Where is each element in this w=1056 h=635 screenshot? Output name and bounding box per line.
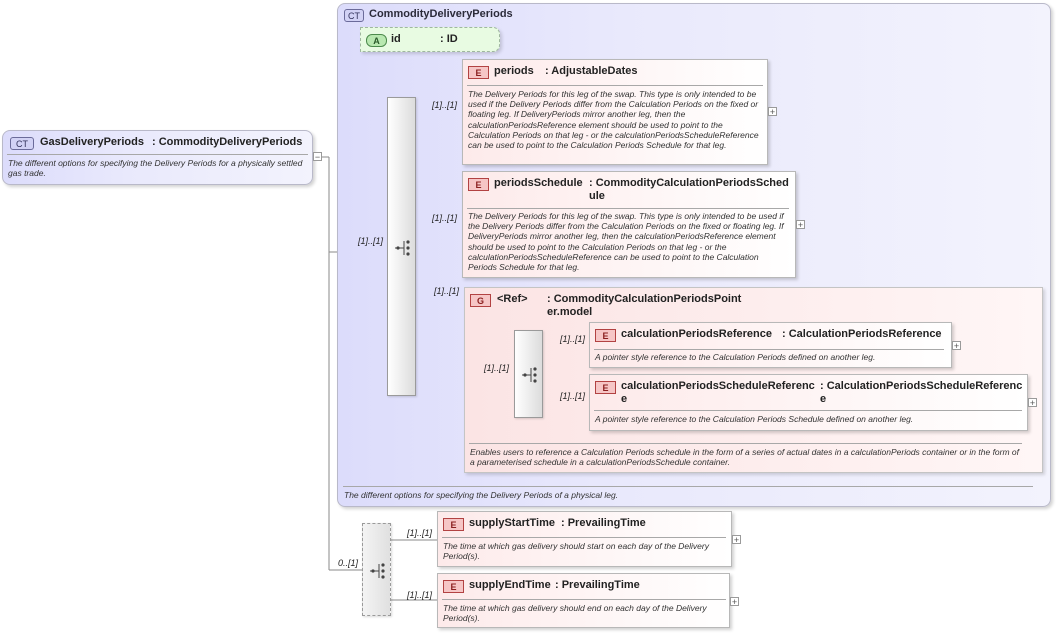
element-doc: A pointer style reference to the Calcula… [595,414,914,424]
element-type: : CalculationPeriodsScheduleReference [820,380,1023,405]
complex-type-badge-icon: CT [344,9,364,22]
element-doc: The Delivery Periods for this leg of the… [468,211,784,273]
element-doc: The time at which gas delivery should en… [443,603,707,624]
separator [594,349,944,350]
group-name: <Ref> [497,293,528,305]
element-doc: The time at which gas delivery should st… [443,541,709,562]
element-doc: The Delivery Periods for this leg of the… [468,89,759,151]
root-element-name: GasDeliveryPeriods [40,136,144,148]
expand-toggle-icon[interactable]: + [1028,398,1037,408]
expand-toggle-icon[interactable]: + [732,535,741,545]
element-type: : CommodityCalculationPeriodsSchedule [589,177,789,202]
supply-start-cardinality: [1]..[1] [407,528,433,538]
separator [594,410,1022,411]
element-periods[interactable]: E periods : AdjustableDates The Delivery… [462,59,768,165]
element-name: periods [494,65,534,77]
element-periods-schedule[interactable]: E periodsSchedule : CommodityCalculation… [462,171,796,278]
root-element-type: : CommodityDeliveryPeriods [152,136,303,148]
periods-schedule-cardinality: [1]..[1] [432,213,458,223]
separator [442,537,726,538]
separator [442,599,726,600]
element-name: periodsSchedule [494,177,583,189]
sequence-icon [522,367,537,383]
calc-sched-ref-cardinality: [1]..[1] [560,391,586,401]
choice-icon [395,240,410,256]
element-type: : CalculationPeriodsReference [782,328,942,340]
choice-compositor[interactable] [387,97,416,396]
element-calculation-periods-schedule-reference[interactable]: E calculationPeriodsScheduleReference : … [589,374,1028,431]
inner-sequence-compositor[interactable] [514,330,543,418]
element-badge-icon: E [595,381,616,394]
element-name: supplyStartTime [469,517,555,529]
element-doc: A pointer style reference to the Calcula… [595,352,876,362]
complex-type-doc: The different options for specifying the… [344,490,619,500]
collapse-toggle-icon[interactable]: − [313,152,322,162]
complex-type-badge-icon: CT [10,137,34,150]
complex-type-title: CommodityDeliveryPeriods [369,8,513,20]
group-type: : CommodityCalculationPeriodsPointer.mod… [547,293,742,318]
element-name: calculationPeriodsScheduleReference [621,380,815,405]
element-calculation-periods-reference[interactable]: E calculationPeriodsReference : Calculat… [589,322,952,368]
expand-toggle-icon[interactable]: + [730,597,739,607]
root-element-box[interactable]: CT GasDeliveryPeriods : CommodityDeliver… [2,130,313,185]
expand-toggle-icon[interactable]: + [768,107,777,117]
element-badge-icon: E [468,66,489,79]
element-badge-icon: E [443,518,464,531]
periods-cardinality: [1]..[1] [432,100,458,110]
attribute-type: : ID [440,33,458,45]
root-element-doc: The different options for specifying the… [8,158,303,179]
calc-ref-cardinality: [1]..[1] [560,334,586,344]
element-type: : PrevailingTime [555,579,640,591]
expand-toggle-icon[interactable]: + [952,341,961,351]
separator [469,443,1022,444]
expand-toggle-icon[interactable]: + [796,220,805,230]
element-supply-start-time[interactable]: E supplyStartTime : PrevailingTime The t… [437,511,732,567]
attribute-badge-icon: A [366,34,387,47]
element-supply-end-time[interactable]: E supplyEndTime : PrevailingTime The tim… [437,573,730,628]
group-badge-icon: G [470,294,491,307]
separator [343,486,1033,487]
element-badge-icon: E [595,329,616,342]
element-type: : PrevailingTime [561,517,646,529]
attribute-name: id [391,33,401,45]
supply-sequence-compositor[interactable] [362,523,391,616]
group-doc: Enables users to reference a Calculation… [470,447,1020,468]
separator [467,85,763,86]
sequence-icon [370,563,385,579]
element-name: calculationPeriodsReference [621,328,773,340]
element-type: : AdjustableDates [545,65,638,77]
inner-sequence-cardinality: [1]..[1] [484,363,510,373]
element-badge-icon: E [468,178,489,191]
element-name: supplyEndTime [469,579,551,591]
supply-sequence-cardinality: 0..[1] [338,558,359,568]
separator [7,154,308,155]
attribute-id[interactable]: A id : ID [360,27,500,52]
supply-end-cardinality: [1]..[1] [407,590,433,600]
choice-cardinality: [1]..[1] [358,236,384,246]
separator [467,208,789,209]
element-badge-icon: E [443,580,464,593]
group-cardinality: [1]..[1] [434,286,460,296]
